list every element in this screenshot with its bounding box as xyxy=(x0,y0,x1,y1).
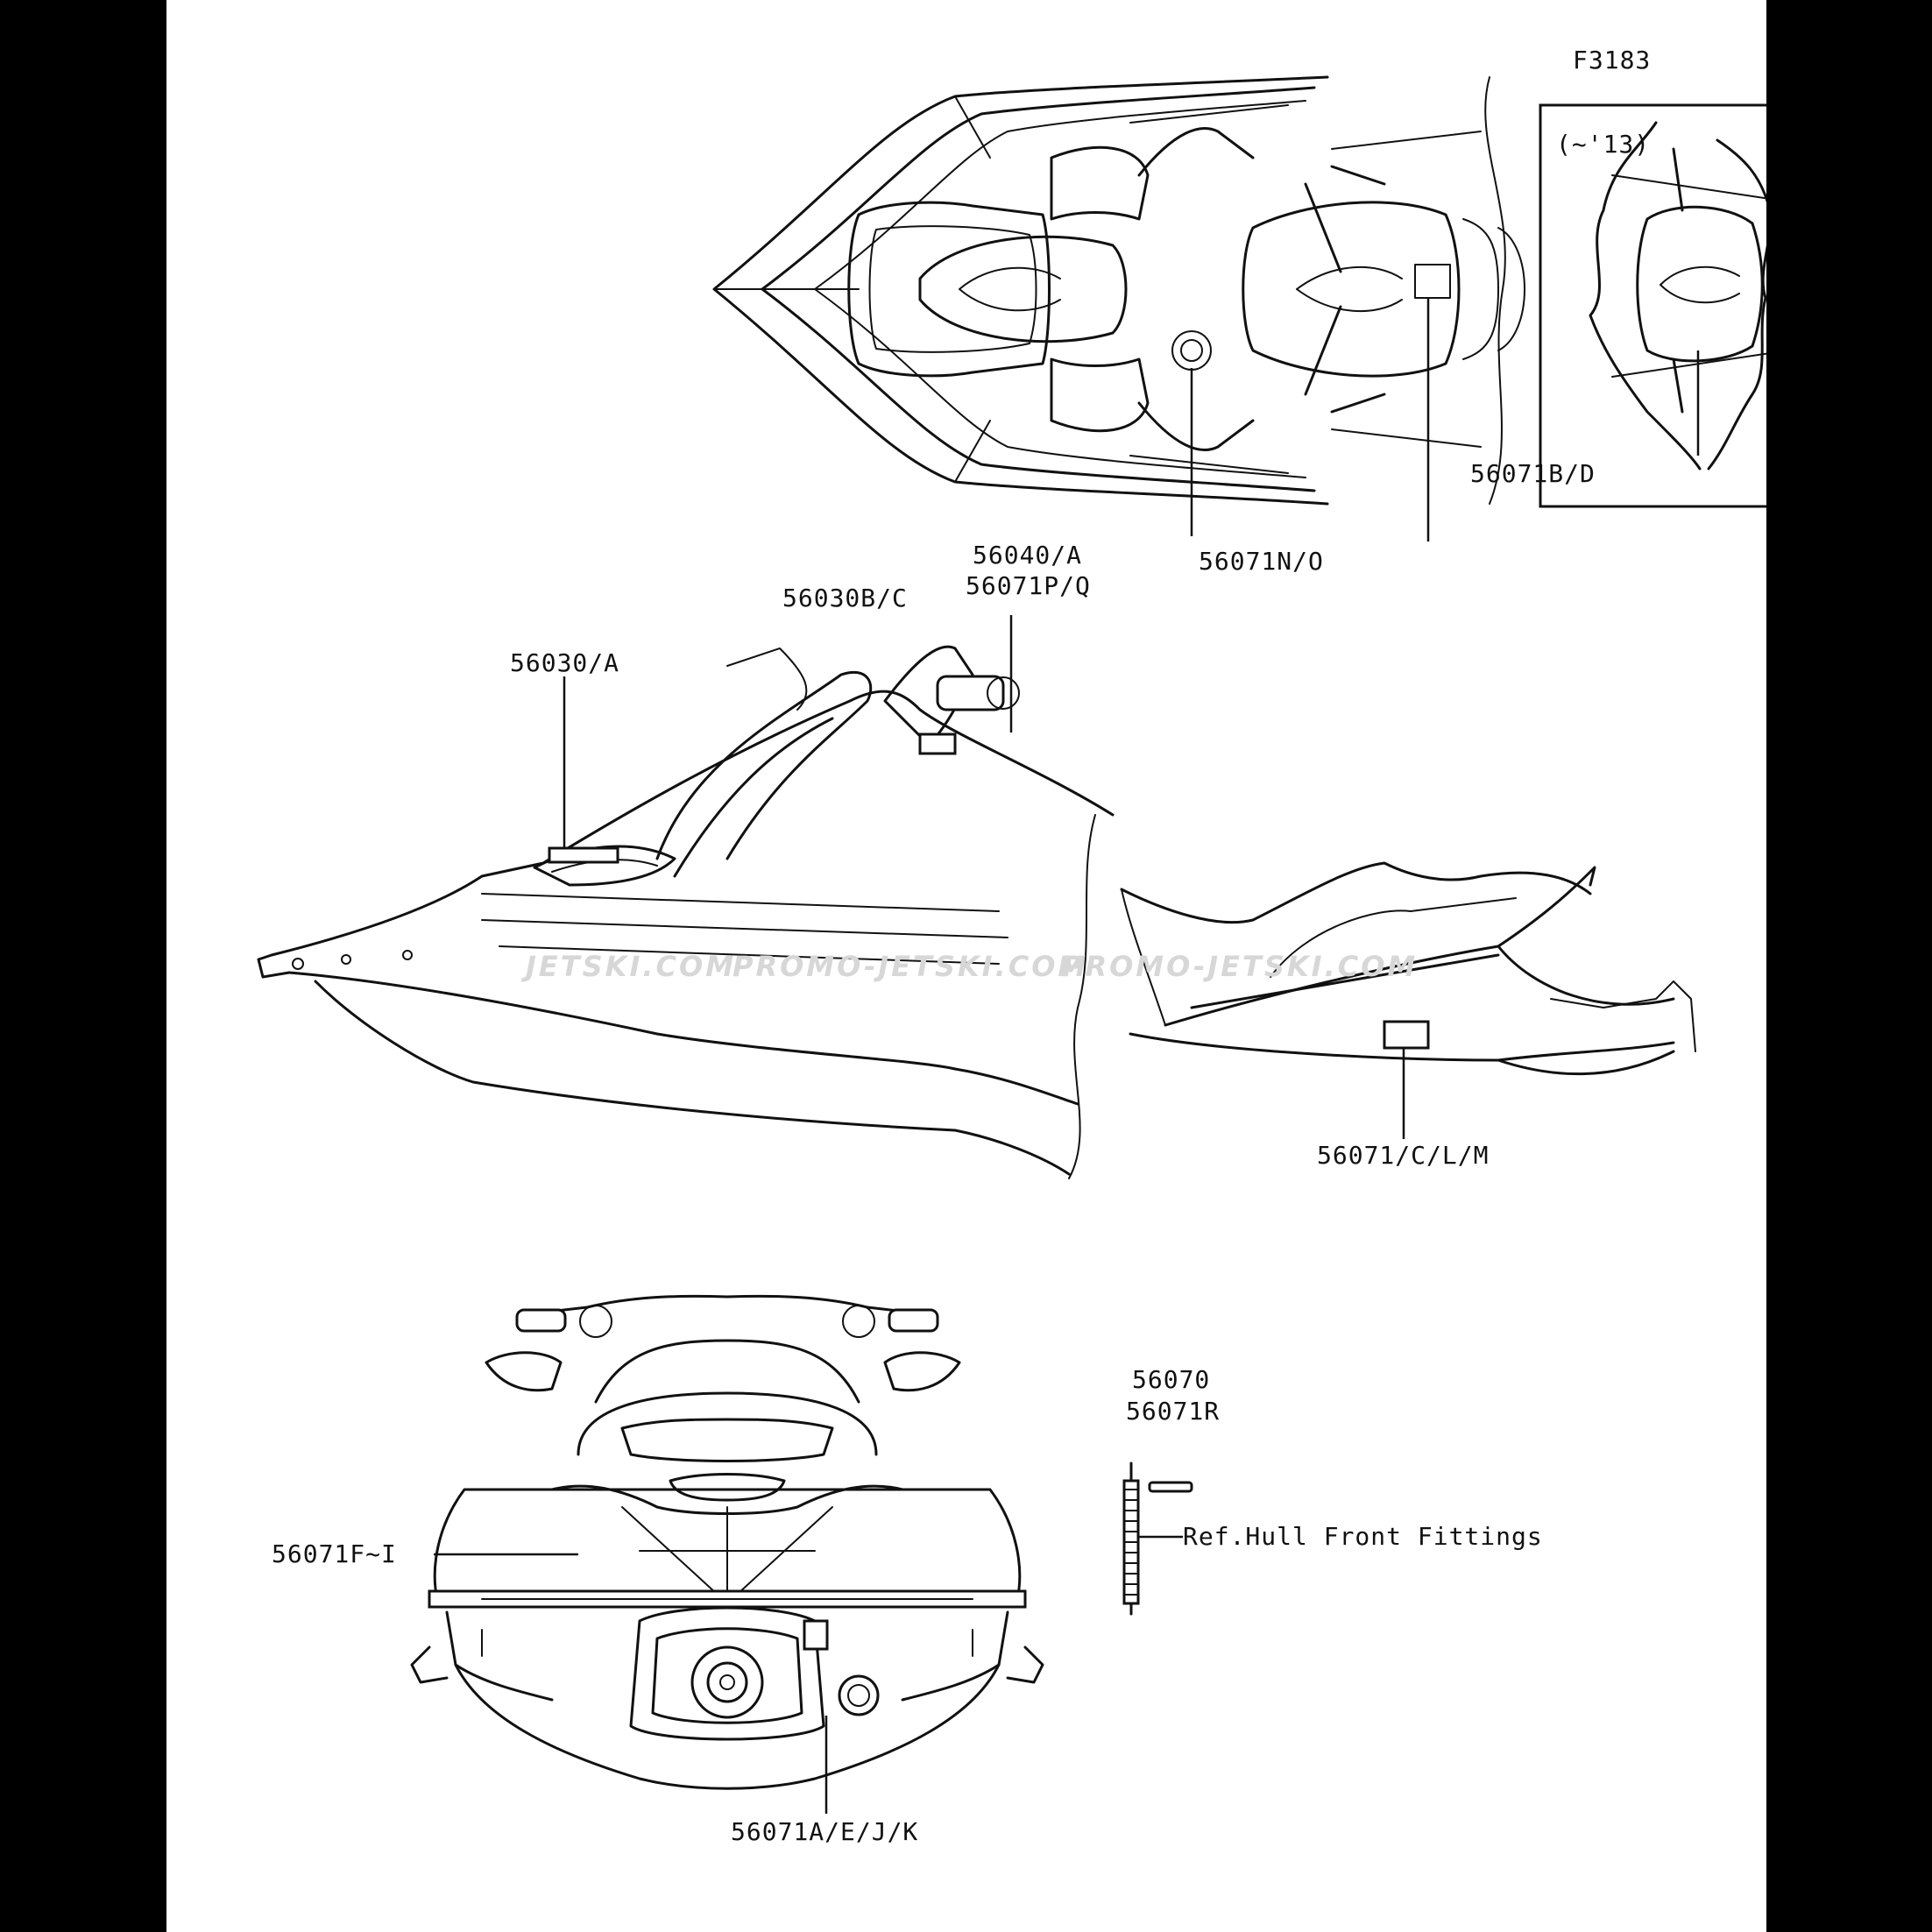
ref-hull-front-fittings xyxy=(1122,1461,1193,1616)
top-view-craft xyxy=(712,75,1525,541)
rear-view-craft xyxy=(410,1294,1044,1814)
inset-note: (~'13) xyxy=(1556,130,1651,159)
figure-code: F3183 xyxy=(1573,46,1652,74)
label-56071NO: 56071N/O xyxy=(1199,547,1324,576)
label-56071AEJK: 56071A/E/J/K xyxy=(731,1817,919,1846)
label-56071BD: 56071B/D xyxy=(1470,459,1596,488)
label-56071PQ: 56071P/Q xyxy=(966,571,1091,600)
label-56030BC: 56030B/C xyxy=(782,584,908,612)
side-view-seat xyxy=(1120,861,1696,1139)
label-56071CLM: 56071/C/L/M xyxy=(1317,1141,1490,1170)
watermark-2: PROMO-JETSKI.COM xyxy=(732,950,1089,983)
watermark-3: PROMO-JETSKI.COM xyxy=(1062,950,1419,983)
label-ref-hull-front-fittings: Ref.Hull Front Fittings xyxy=(1183,1522,1543,1551)
label-56070: 56070 xyxy=(1132,1365,1211,1394)
label-56071R: 56071R xyxy=(1126,1397,1221,1426)
jetski-parts-illustration xyxy=(257,75,1766,1814)
watermark-1: JETSKI.COM xyxy=(526,950,737,983)
label-56030A: 56030/A xyxy=(510,648,620,677)
label-56071FI: 56071F~I xyxy=(272,1539,397,1568)
label-56040A: 56040/A xyxy=(973,541,1083,570)
side-view-bow xyxy=(257,615,1115,1179)
inset-seat-strap xyxy=(1539,103,1766,508)
parts-diagram-sheet: JETSKI.COM PROMO-JETSKI.COM PROMO-JETSKI… xyxy=(166,0,1766,1932)
